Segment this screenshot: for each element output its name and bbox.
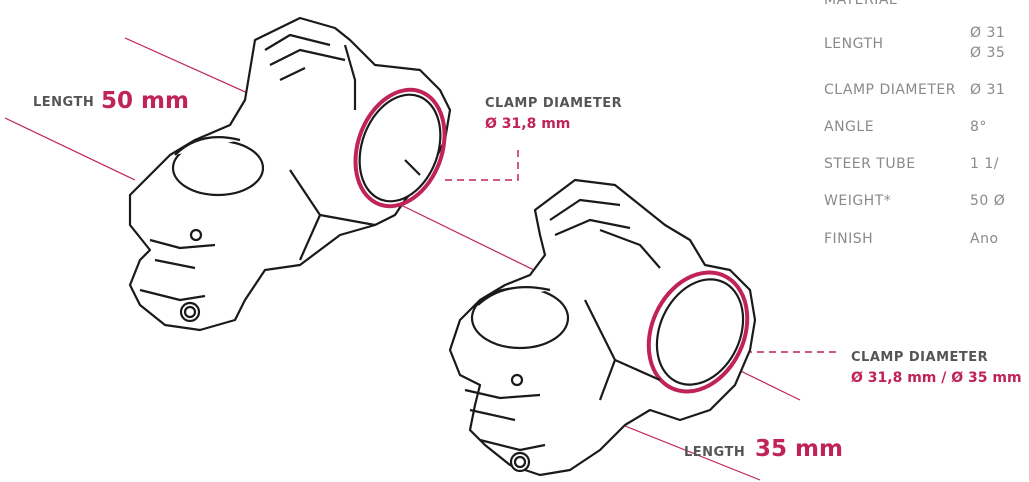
spec-label-angle: ANGLE bbox=[824, 119, 875, 135]
left-length-value: 50 mm bbox=[101, 88, 189, 114]
stem-35mm bbox=[448, 178, 757, 477]
spec-label-steer-tube: STEER TUBE bbox=[824, 156, 916, 172]
right-length-value: 35 mm bbox=[755, 436, 843, 462]
right-clamp-value: Ø 31,8 mm / Ø 35 mm bbox=[851, 370, 1022, 386]
left-length-label: LENGTH bbox=[33, 95, 95, 110]
spec-label-weight: WEIGHT* bbox=[824, 193, 892, 209]
right-length-label: LENGTH bbox=[684, 445, 746, 460]
spec-label-length: LENGTH bbox=[824, 36, 884, 52]
spec-label-clamp-diameter: CLAMP DIAMETER bbox=[824, 82, 956, 98]
spec-label-finish: FINISH bbox=[824, 231, 874, 247]
spec-value-finish: Ano bbox=[970, 231, 999, 247]
spec-value-angle: 8° bbox=[970, 119, 987, 135]
right-clamp-label: CLAMP DIAMETER bbox=[851, 350, 989, 365]
spec-value-steer-tube: 1 1/ bbox=[970, 156, 999, 172]
spec-label-material: MATERIAL bbox=[824, 0, 898, 8]
spec-value-clamp-diameter: Ø 31 bbox=[970, 82, 1006, 98]
spec-value-length-2: Ø 35 bbox=[970, 45, 1006, 61]
spec-value-length: Ø 31 bbox=[970, 25, 1006, 41]
stem-50mm bbox=[128, 16, 452, 332]
left-clamp-label: CLAMP DIAMETER bbox=[485, 96, 623, 111]
left-clamp-leader bbox=[445, 150, 519, 181]
leader-lines bbox=[445, 150, 840, 353]
left-clamp-value: Ø 31,8 mm bbox=[485, 116, 571, 132]
spec-value-weight: 50 Ø bbox=[970, 193, 1006, 209]
left-guide-line-bottom bbox=[4, 117, 136, 181]
